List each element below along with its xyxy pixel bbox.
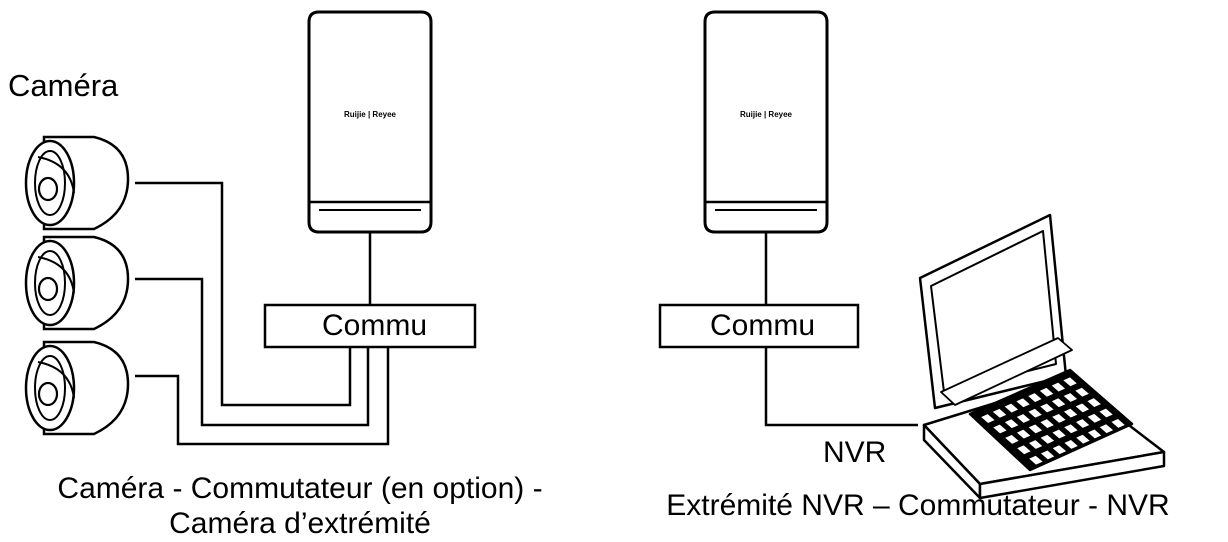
laptop-key [1038, 418, 1056, 430]
laptop-key [1038, 386, 1056, 398]
camera-label: Caméra [8, 68, 119, 103]
switch-right-label: Commu [710, 309, 816, 342]
laptop-key [1074, 433, 1092, 445]
laptop-key [1050, 428, 1068, 440]
laptop-key [1050, 412, 1068, 424]
laptop-key [1097, 407, 1115, 419]
caption-left-line1: Caméra - Commutateur (en option) - [57, 472, 543, 505]
laptop-key [1026, 407, 1044, 419]
laptop-key [1109, 417, 1127, 429]
laptop-key [1027, 454, 1045, 466]
laptop-key [1049, 381, 1067, 393]
laptop-key [1062, 423, 1080, 435]
access-point-right-icon [703, 10, 829, 234]
laptop-keys [979, 376, 1127, 466]
laptop-key [1074, 417, 1092, 430]
laptop-key [1026, 392, 1044, 404]
laptop-key [1003, 418, 1021, 430]
laptop-key [1073, 402, 1091, 414]
laptop-key [1086, 428, 1104, 440]
laptop-key [1085, 397, 1103, 409]
laptop-key [1015, 428, 1033, 440]
laptop-key [1061, 391, 1079, 404]
laptop-key [991, 423, 1009, 435]
laptop-key [1062, 438, 1080, 450]
laptop-key [1038, 402, 1056, 414]
laptop-key [1085, 412, 1103, 424]
laptop-key [1003, 433, 1021, 445]
laptop-key [1073, 386, 1091, 398]
ap-left-brand: Ruijie | Reyee [344, 110, 397, 119]
caption-left-line2: Caméra d’extrémité [169, 507, 431, 540]
laptop-key [1050, 444, 1068, 456]
camera-1-icon [24, 135, 130, 231]
caption-right: Extrémité NVR – Commutateur - NVR [666, 489, 1170, 522]
laptop-key [1062, 407, 1080, 419]
laptop-key [1002, 402, 1020, 414]
laptop-key [1015, 444, 1033, 456]
laptop-key [991, 407, 1009, 419]
laptop-key [1050, 397, 1068, 409]
laptop-key [1039, 449, 1057, 461]
laptop-nvr-icon [918, 213, 1166, 500]
switch-right-box [658, 303, 860, 349]
laptop-key [979, 413, 997, 425]
access-point-left-icon [307, 10, 433, 234]
switch-left-label: Commu [322, 309, 428, 342]
camera-2-icon [24, 235, 130, 331]
laptop-key [1014, 412, 1032, 425]
camera-3-icon [24, 340, 130, 436]
laptop-key [1097, 423, 1115, 435]
laptop-key [1026, 423, 1044, 435]
switch-left-box [263, 303, 477, 349]
laptop-key [1014, 397, 1032, 409]
nvr-label: NVR [823, 436, 887, 469]
laptop-key [1027, 438, 1045, 451]
connection-lines [135, 181, 918, 446]
laptop-key [1038, 433, 1056, 445]
laptop-key [1061, 376, 1079, 388]
ap-right-brand: Ruijie | Reyee [740, 110, 793, 119]
